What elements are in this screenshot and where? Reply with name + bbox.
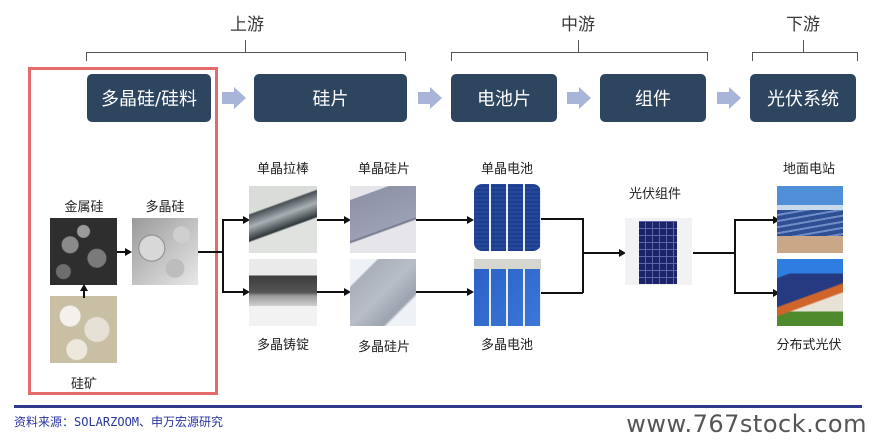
upstream-brace — [86, 52, 406, 61]
mono-cell-image — [474, 184, 541, 251]
arrowhead-icon — [80, 284, 88, 291]
chain-box-module: 组件 — [600, 74, 706, 122]
midstream-brace — [451, 52, 708, 61]
connector-line — [416, 291, 468, 293]
footer-divider — [14, 405, 862, 408]
label-metal-silicon: 金属硅 — [64, 200, 104, 215]
pv-module-image — [625, 218, 692, 285]
connector-line — [734, 292, 774, 294]
connector-line — [734, 219, 774, 221]
label-pv-module: 光伏组件 — [628, 187, 681, 202]
connector-line — [541, 218, 583, 220]
label-mono-ingot: 单晶拉棒 — [256, 162, 309, 177]
connector-line — [222, 219, 224, 292]
stage-label-downstream: 下游 — [786, 15, 820, 35]
connector-line — [541, 292, 583, 294]
multi-ingot-image — [249, 259, 317, 326]
connector-line — [222, 291, 244, 293]
arrowhead-icon — [125, 248, 132, 256]
label-multi-ingot: 多晶铸锭 — [256, 338, 309, 353]
chain-box-polysilicon: 多晶硅/硅料 — [87, 74, 211, 122]
connector-line — [582, 218, 584, 293]
silica-ore-image — [50, 296, 117, 363]
connector-line — [198, 251, 222, 253]
connector-line — [693, 252, 735, 254]
connector-line — [734, 219, 736, 293]
midstream-brace-tick — [578, 40, 579, 52]
connector-line — [222, 219, 244, 221]
ground-station-image — [777, 186, 843, 253]
arrowhead-icon — [619, 249, 626, 257]
metal-silicon-image — [50, 218, 117, 285]
distributed-pv-image — [777, 259, 843, 326]
connector-line — [416, 219, 468, 221]
arrowhead-icon — [773, 216, 780, 224]
label-mono-wafer: 单晶硅片 — [357, 162, 410, 177]
source-note: 资料来源：SOLARZOOM、申万宏源研究 — [14, 415, 224, 429]
arrowhead-icon — [243, 216, 250, 224]
label-ground-station: 地面电站 — [782, 162, 835, 177]
downstream-brace-tick — [803, 40, 804, 52]
arrowhead-icon — [344, 288, 351, 296]
arrowhead-icon — [467, 216, 474, 224]
arrowhead-icon — [243, 288, 250, 296]
chain-box-pv-system: 光伏系统 — [750, 74, 856, 122]
polysilicon-image — [132, 218, 198, 285]
label-multi-wafer: 多晶硅片 — [357, 340, 410, 355]
multi-cell-image — [474, 259, 541, 326]
label-distributed-pv: 分布式光伏 — [776, 338, 842, 353]
downstream-brace — [752, 52, 858, 61]
connector-line — [317, 219, 345, 221]
mono-wafer-image — [350, 186, 416, 253]
connector-line — [83, 290, 85, 298]
multi-wafer-image — [350, 259, 416, 326]
chain-box-wafer: 硅片 — [254, 74, 407, 122]
stage-label-upstream: 上游 — [230, 15, 264, 35]
arrowhead-icon — [773, 289, 780, 297]
connector-line — [117, 251, 126, 253]
watermark-text: www.767stock.com — [626, 410, 867, 438]
chain-box-cell: 电池片 — [451, 74, 557, 122]
upstream-brace-tick — [245, 40, 246, 52]
arrowhead-icon — [467, 288, 474, 296]
label-mono-cell: 单晶电池 — [480, 162, 533, 177]
connector-line — [317, 291, 345, 293]
connector-line — [582, 252, 620, 254]
label-multi-cell: 多晶电池 — [480, 338, 533, 353]
label-silica-ore: 硅矿 — [70, 377, 97, 392]
mono-ingot-image — [249, 186, 317, 253]
stage-label-midstream: 中游 — [561, 15, 595, 35]
arrowhead-icon — [344, 216, 351, 224]
label-polysilicon: 多晶硅 — [145, 200, 185, 215]
upstream-highlight-frame — [28, 67, 218, 395]
